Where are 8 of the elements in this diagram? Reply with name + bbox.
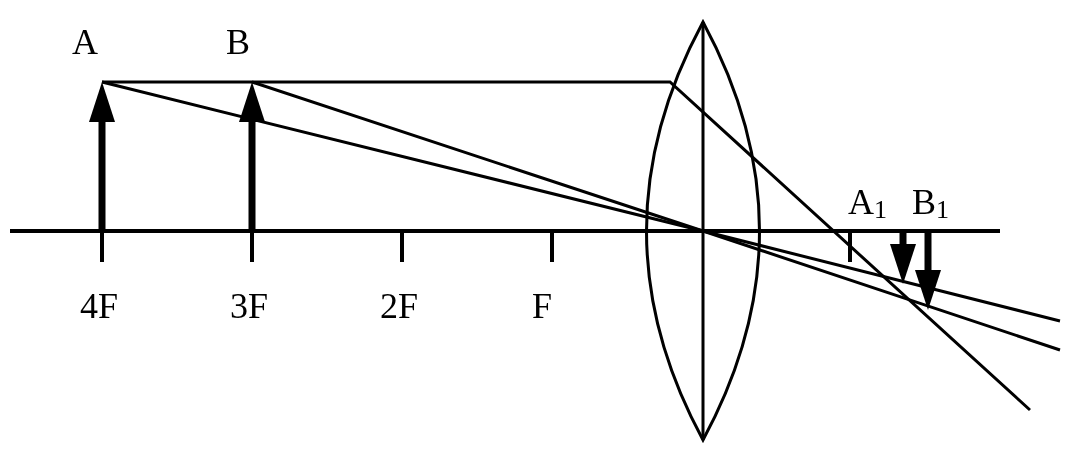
axis-label: 2F (380, 288, 419, 324)
point-label: A (72, 24, 98, 60)
point-label: B$_{1}$ (912, 184, 949, 220)
axis-label: 4F (80, 288, 119, 324)
axis-label: F (532, 288, 553, 324)
axis-label: 3F (230, 288, 269, 324)
point-label: B (226, 24, 250, 60)
point-label: A$_{1}$ (848, 184, 887, 220)
